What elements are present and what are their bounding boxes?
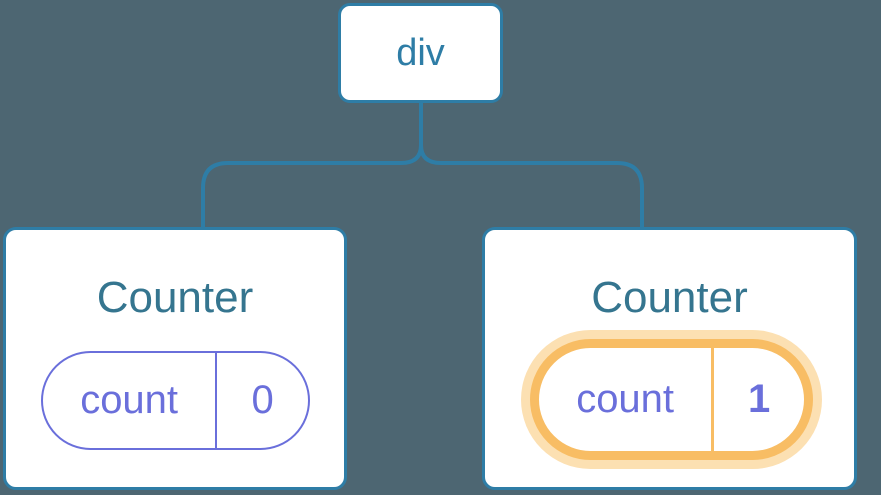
state-value-label: 1 (748, 377, 771, 421)
component-title-left: Counter (96, 273, 254, 322)
state-key-label: count (576, 377, 675, 421)
connector-left-branch (201, 103, 423, 227)
state-key-label: count (80, 378, 179, 422)
state-value-cell: 0 (217, 353, 308, 448)
connector-right-branch (419, 103, 644, 227)
counter-card-right: Counter count 1 (482, 227, 857, 490)
state-value-cell: 1 (714, 348, 804, 451)
state-pill-left: count 0 (41, 351, 310, 450)
root-node-label: div (396, 31, 445, 74)
state-value-label: 0 (251, 378, 274, 422)
state-key-cell: count (539, 348, 715, 451)
component-title-right: Counter (591, 273, 748, 322)
counter-card-left: Counter count 0 (3, 227, 347, 490)
state-key-cell: count (43, 353, 218, 448)
root-node-div: div (338, 3, 503, 103)
state-pill-right-highlighted: count 1 (530, 339, 813, 460)
